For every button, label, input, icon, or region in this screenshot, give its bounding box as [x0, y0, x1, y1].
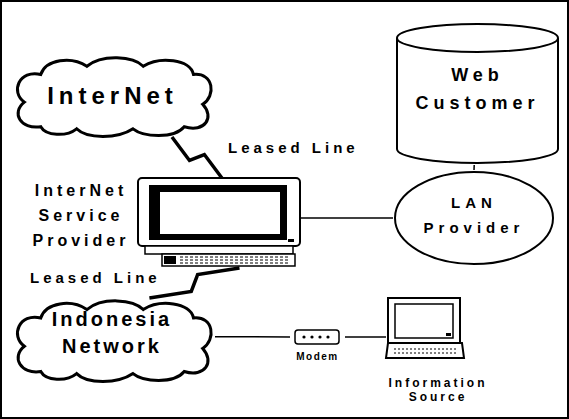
network-link	[345, 336, 386, 338]
monitor-screen	[160, 192, 280, 234]
laptop-lid	[388, 298, 460, 343]
connector-label: Leased Line	[30, 270, 161, 286]
modem-light	[318, 335, 321, 338]
laptop-screen	[395, 304, 453, 338]
laptop-node: Information Source	[386, 297, 490, 402]
node-label: Web Customer	[407, 61, 548, 117]
laptop-mark	[446, 333, 451, 336]
cylinder-body	[397, 24, 558, 163]
laptop-keys	[394, 349, 456, 353]
monitor-screen-frame	[149, 185, 287, 240]
database-cylinder: Web Customer	[395, 22, 560, 165]
cloud-outline	[17, 301, 211, 382]
monitor-button	[288, 239, 294, 242]
cylinder-rim	[397, 38, 558, 52]
node-label: Indonesia Network	[27, 306, 197, 360]
leased-line-bolt	[149, 268, 239, 298]
provider-ellipse: LAN Provider	[393, 170, 555, 266]
ellipse-outline	[395, 172, 553, 264]
modem-light	[310, 335, 313, 338]
provider-ellipse-outline	[393, 170, 555, 266]
node-label: Modem	[290, 351, 345, 363]
modem-light	[326, 335, 329, 338]
computer-node: InterNet Service Provider	[25, 178, 300, 268]
computer-base	[145, 246, 293, 254]
laptop-base	[386, 343, 464, 358]
modem-light	[302, 335, 305, 338]
node-label: LAN Provider	[419, 190, 529, 240]
keyboard-key	[164, 256, 176, 264]
node-label: InterNet Service Provider	[25, 178, 137, 253]
monitor-case	[138, 178, 300, 246]
network-cloud: Indonesia Network	[10, 298, 215, 382]
connector-label: Leased Line	[228, 140, 359, 156]
network-cloud: InterNet	[10, 55, 215, 137]
modem-symbol	[295, 330, 339, 344]
network-link	[215, 336, 290, 338]
keyboard	[162, 254, 295, 266]
modem-node: Modem	[290, 326, 345, 368]
node-label: Information Source	[386, 376, 490, 404]
keyboard-keys	[180, 257, 290, 263]
node-label: InterNet	[10, 82, 215, 110]
network-link	[473, 165, 475, 170]
leased-line-bolt	[172, 137, 222, 178]
network-link	[300, 217, 393, 219]
